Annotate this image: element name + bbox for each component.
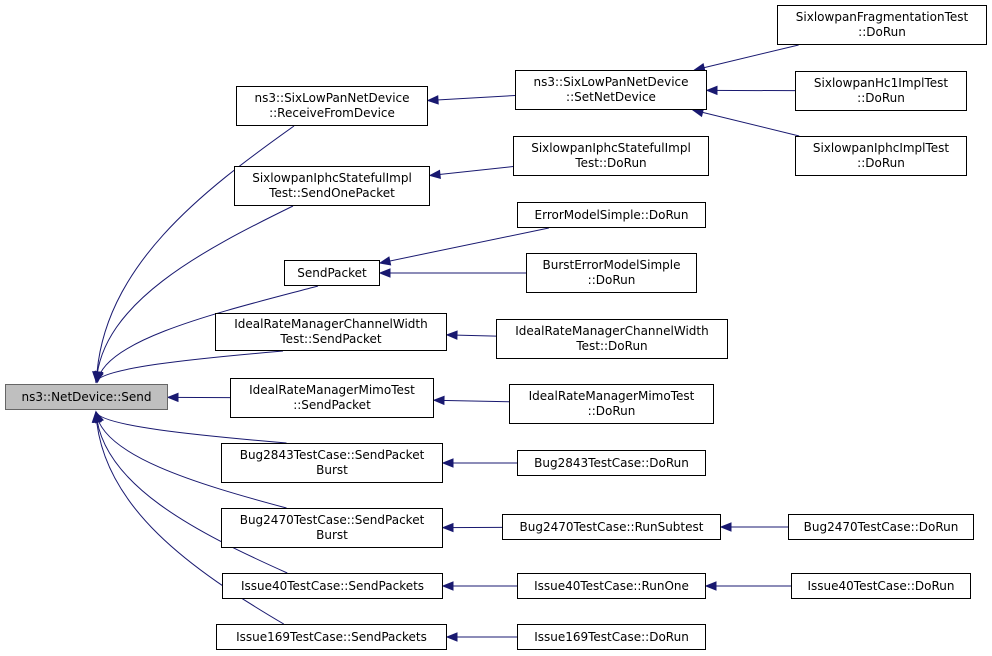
node-label-line: SixlowpanFragmentationTest	[795, 10, 969, 24]
call-edge	[692, 109, 800, 137]
node-label-line: IdealRateManagerMimoTest	[528, 389, 695, 403]
node-issue40-runone[interactable]: Issue40TestCase::RunOne	[517, 573, 706, 599]
node-issue169-run[interactable]: Issue169TestCase::DoRun	[517, 624, 706, 650]
node-root: ns3::NetDevice::Send	[5, 384, 168, 410]
node-label-line: Bug2470TestCase::SendPacket	[239, 513, 425, 527]
arrowhead	[428, 169, 441, 180]
call-edge	[427, 95, 516, 101]
call-edge	[95, 411, 287, 444]
node-label-line: Bug2470TestCase::DoRun	[803, 519, 959, 534]
call-edge	[694, 44, 799, 71]
node-label-line: ::DoRun	[858, 25, 906, 39]
call-edge	[95, 411, 288, 574]
node-error-simple-run[interactable]: ErrorModelSimple::DoRun	[517, 202, 706, 228]
node-irm-mimo-run[interactable]: IdealRateManagerMimoTest::DoRun	[509, 384, 714, 424]
node-label-line: Issue40TestCase::DoRun	[807, 578, 955, 593]
node-label-line: ::DoRun	[857, 156, 905, 170]
node-label-line: SixlowpanHc1ImplTest	[813, 76, 949, 90]
call-edge	[95, 205, 294, 383]
call-edge	[95, 411, 285, 625]
node-label-line: ::DoRun	[587, 273, 636, 287]
node-label-line: Burst	[316, 463, 348, 477]
node-label-line: Bug2470TestCase::RunSubtest	[519, 519, 704, 534]
node-set-net-device[interactable]: ns3::SixLowPanNetDevice::SetNetDevice	[515, 70, 707, 110]
arrowhead	[704, 581, 717, 591]
node-label-line: Bug2843TestCase::SendPacket	[239, 448, 425, 462]
arrowhead	[441, 581, 454, 591]
node-label-line: Issue169TestCase::DoRun	[534, 629, 689, 644]
node-label-line: IdealRateManagerChannelWidth	[234, 317, 428, 331]
call-edge	[429, 166, 514, 176]
node-irm-mimo-send[interactable]: IdealRateManagerMimoTest::SendPacket	[230, 378, 434, 418]
call-edge	[97, 285, 319, 383]
node-recv-from-dev[interactable]: ns3::SixLowPanNetDevice::ReceiveFromDevi…	[236, 86, 428, 126]
arrowhead	[719, 522, 732, 532]
call-edge	[95, 411, 287, 509]
call-edge	[95, 125, 295, 383]
arrowhead	[91, 410, 102, 423]
node-label-line: ErrorModelSimple::DoRun	[534, 207, 689, 222]
arrowhead	[166, 392, 179, 403]
node-label-line: BurstErrorModelSimple	[542, 258, 681, 272]
arrowhead	[432, 395, 445, 406]
call-edge	[433, 399, 510, 403]
node-label-line: Burst	[316, 528, 348, 542]
node-label-line: Test::DoRun	[576, 339, 648, 353]
node-label-line: ns3::NetDevice::Send	[21, 389, 152, 404]
call-edge	[379, 227, 549, 264]
node-label-line: IdealRateManagerChannelWidth	[515, 324, 709, 338]
node-label-line: ::SendPacket	[293, 398, 371, 412]
arrowhead	[441, 458, 454, 468]
node-issue169-send[interactable]: Issue169TestCase::SendPackets	[216, 624, 447, 650]
node-issue40-run[interactable]: Issue40TestCase::DoRun	[791, 573, 971, 599]
arrowhead	[426, 95, 439, 105]
node-label-line: SixlowpanIphcStatefulImpl	[252, 171, 412, 185]
node-label-line: SixlowpanIphcImplTest	[812, 141, 950, 155]
node-label-line: ::SetNetDevice	[566, 90, 656, 104]
node-bug2843-run[interactable]: Bug2843TestCase::DoRun	[517, 450, 706, 476]
arrowhead	[378, 268, 391, 278]
arrowhead	[705, 85, 718, 96]
node-frag-run[interactable]: SixlowpanFragmentationTest::DoRun	[777, 5, 987, 45]
node-label-line: Bug2843TestCase::DoRun	[534, 455, 689, 470]
node-label-line: ::ReceiveFromDevice	[269, 106, 395, 120]
node-label-line: ::DoRun	[857, 91, 905, 105]
node-label-line: Issue40TestCase::SendPackets	[240, 578, 425, 593]
node-label-line: Issue40TestCase::RunOne	[534, 578, 689, 593]
node-label-line: Issue169TestCase::SendPackets	[236, 629, 427, 644]
node-issue40-send[interactable]: Issue40TestCase::SendPackets	[222, 573, 443, 599]
node-iphc-run[interactable]: SixlowpanIphcImplTest::DoRun	[795, 136, 967, 176]
node-label-line: IdealRateManagerMimoTest	[249, 383, 415, 397]
node-label-line: Test::DoRun	[575, 156, 647, 170]
node-send-packet[interactable]: SendPacket	[284, 260, 380, 286]
node-bug2470-subtest[interactable]: Bug2470TestCase::RunSubtest	[502, 514, 721, 540]
node-label-line: ::DoRun	[587, 404, 636, 418]
arrowhead	[445, 330, 458, 340]
node-label-line: Test::SendPacket	[280, 332, 382, 346]
node-label-line: ns3::SixLowPanNetDevice	[533, 75, 689, 89]
node-label-line: SendPacket	[297, 265, 367, 280]
node-bug2470-run[interactable]: Bug2470TestCase::DoRun	[788, 514, 974, 540]
node-label-line: SixlowpanIphcStatefulImpl	[531, 141, 691, 155]
arrowhead	[94, 370, 104, 384]
node-label-line: Test::SendOnePacket	[269, 186, 395, 200]
arrowhead	[441, 522, 454, 533]
node-hc1-run[interactable]: SixlowpanHc1ImplTest::DoRun	[795, 71, 967, 111]
node-burst-error-run[interactable]: BurstErrorModelSimple::DoRun	[526, 253, 697, 293]
node-label-line: ns3::SixLowPanNetDevice	[254, 91, 410, 105]
call-edge	[95, 350, 284, 383]
arrowhead	[378, 256, 392, 266]
arrowhead	[445, 632, 458, 642]
